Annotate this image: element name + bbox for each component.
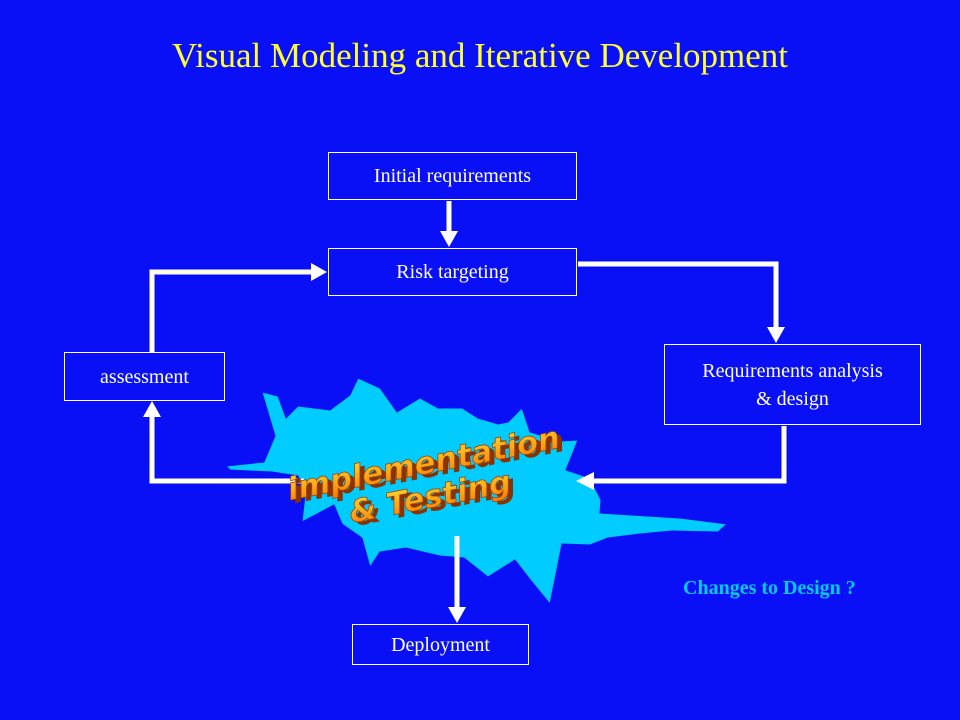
assessment-box: assessment [64,352,225,401]
risk-targeting-box: Risk targeting [328,248,577,296]
arrow-assessment-to-risk [149,263,327,352]
arrow-requirements-to-implementation [576,426,787,490]
splash-shape [224,377,729,606]
changes-note: Changes to Design ? [683,577,856,599]
slide-title: Visual Modeling and Iterative Developmen… [171,36,789,75]
arrow-initial-to-risk [440,201,458,247]
deployment-box: Deployment [352,624,529,665]
arrow-risk-to-requirements [578,261,785,343]
arrow-implementation-to-deployment [448,536,466,623]
requirements-analysis-box: Requirements analysis & design [664,344,921,425]
arrow-implementation-to-assessment [143,401,304,484]
initial-requirements-box: Initial requirements [328,152,577,200]
